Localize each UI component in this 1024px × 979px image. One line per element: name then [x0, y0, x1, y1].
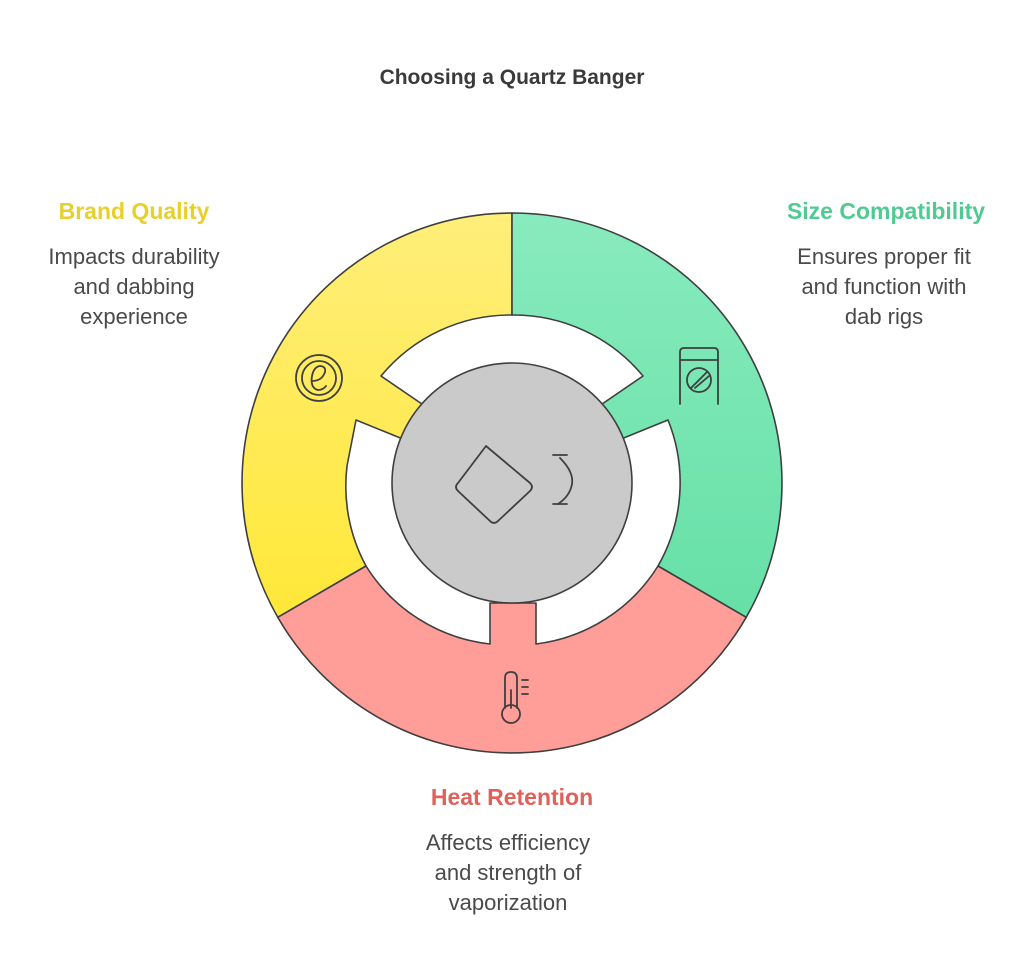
- desc-brand-quality-line-2: and dabbing: [73, 274, 194, 299]
- thermometer-icon: [501, 671, 529, 724]
- heading-size-compatibility: Size Compatibility: [787, 198, 985, 224]
- center-circle: [391, 362, 633, 604]
- size-device-icon: [679, 347, 719, 405]
- desc-brand-quality-line-3: experience: [80, 304, 188, 329]
- label-brand-quality: Brand Quality Impacts durability and dab…: [48, 198, 219, 329]
- desc-size-compatibility-line-1: Ensures proper fit: [797, 244, 971, 269]
- segment-heat-retention: [277, 565, 747, 754]
- brand-e-icon: [295, 354, 343, 402]
- heading-heat-retention: Heat Retention: [431, 784, 593, 810]
- desc-heat-retention-line-1: Affects efficiency: [426, 830, 590, 855]
- desc-heat-retention-line-3: vaporization: [449, 890, 568, 915]
- heading-brand-quality: Brand Quality: [59, 198, 210, 224]
- label-size-compatibility: Size Compatibility Ensures proper fit an…: [787, 198, 985, 329]
- label-heat-retention: Heat Retention Affects efficiency and st…: [426, 784, 593, 915]
- outer-ring: [241, 212, 783, 754]
- desc-size-compatibility-line-2: and function with: [801, 274, 966, 299]
- desc-size-compatibility-line-3: dab rigs: [845, 304, 923, 329]
- segment-brand-quality: [241, 212, 513, 619]
- desc-brand-quality-line-1: Impacts durability: [48, 244, 219, 269]
- rotate-arrow-icon: [552, 454, 574, 505]
- desc-heat-retention-line-2: and strength of: [435, 860, 583, 885]
- page-title: Choosing a Quartz Banger: [380, 66, 645, 89]
- diamond-icon: [455, 445, 533, 524]
